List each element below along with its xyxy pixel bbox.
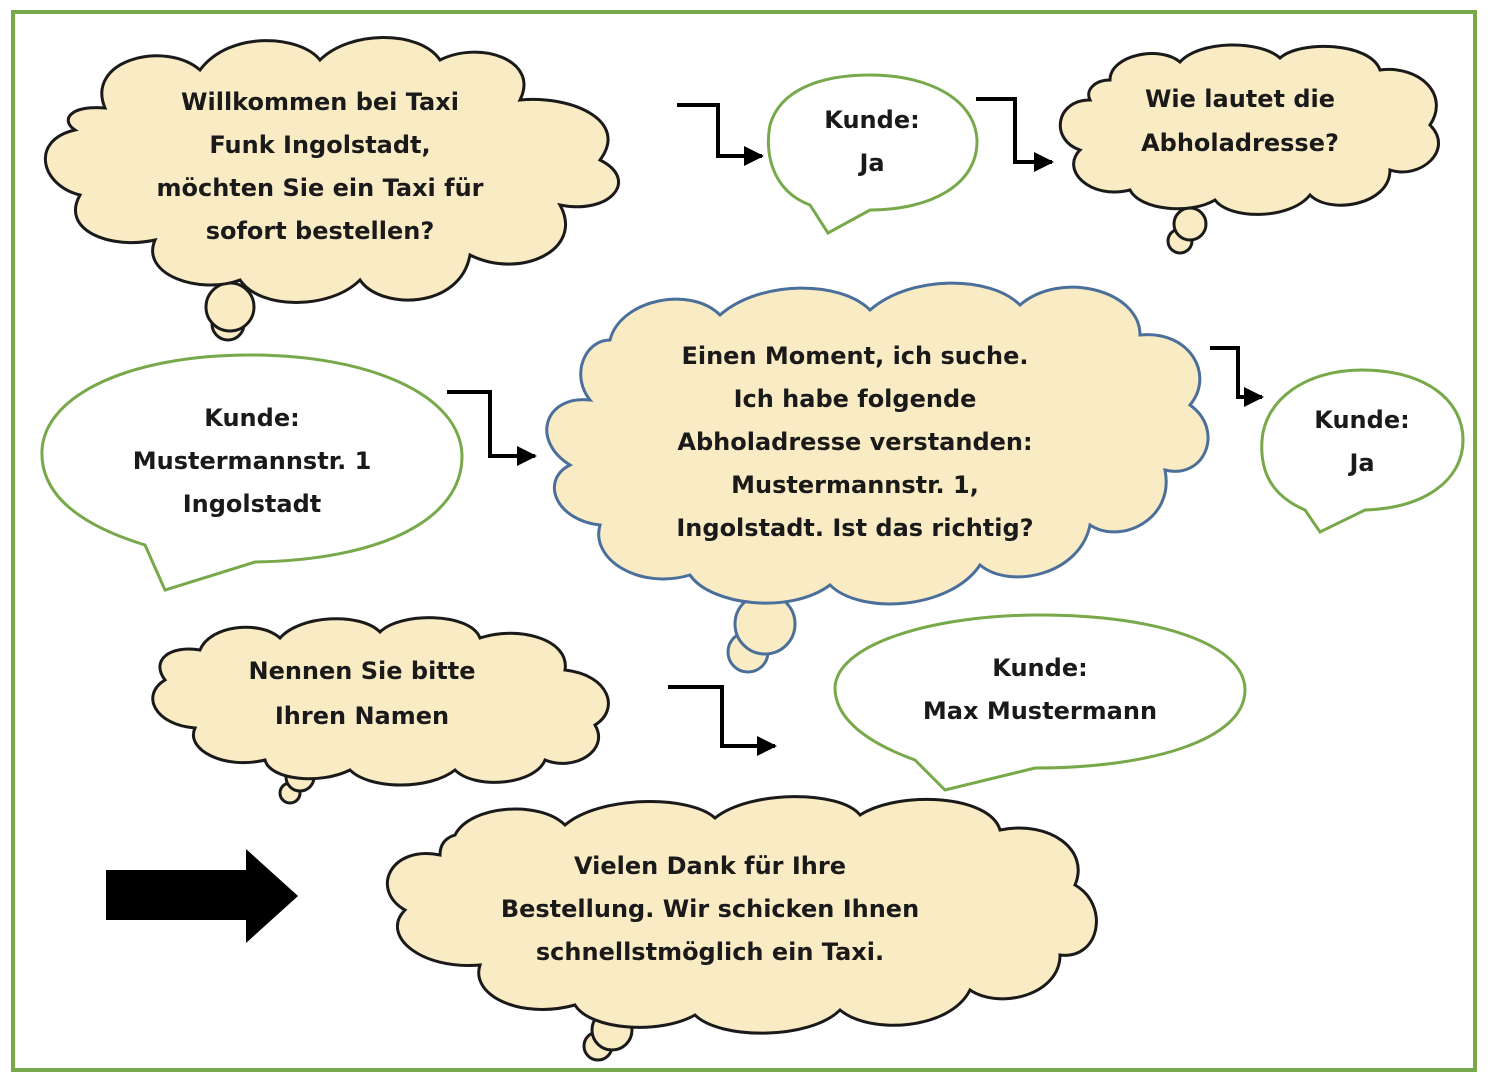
arrow-yes-to-pickup <box>976 97 1054 172</box>
customer-name-line-2: Max Mustermann <box>923 697 1157 725</box>
arrow-confirm-to-yes <box>1210 346 1264 407</box>
name-question-line-2: Ihren Namen <box>275 702 449 730</box>
confirm-address-line-2: Ich habe folgende <box>734 385 977 413</box>
customer-address-line-3: Ingolstadt <box>183 490 322 518</box>
customer-address-line-2: Mustermannstr. 1 <box>133 447 372 475</box>
confirm-address-line-5: Ingolstadt. Ist das richtig? <box>676 514 1033 542</box>
thanks-line-1: Vielen Dank für Ihre <box>574 852 846 880</box>
name-question-line-1: Nennen Sie bitte <box>248 657 475 685</box>
diagram-frame <box>11 10 1477 1072</box>
customer-address-line-1: Kunde: <box>204 404 299 432</box>
customer-yes-line-1: Kunde: <box>1314 406 1409 434</box>
customer-yes-line-2: Ja <box>1347 449 1374 477</box>
customer-yes-text-1: Kunde: Ja <box>824 106 919 177</box>
customer-yes-bubble-2: Kunde: Ja <box>1260 368 1465 534</box>
customer-yes-text-2: Kunde: Ja <box>1314 406 1409 477</box>
arrow-welcome-to-yes <box>677 103 764 166</box>
customer-address-bubble: Kunde: Mustermannstr. 1 Ingolstadt <box>40 353 464 592</box>
customer-yes-bubble-1: Kunde: Ja <box>766 73 979 235</box>
customer-name-line-1: Kunde: <box>992 654 1087 682</box>
connector-arrows <box>447 97 1264 756</box>
confirm-address-cloud: Einen Moment, ich suche. Ich habe folgend… <box>545 281 1210 674</box>
welcome-line-4: sofort bestellen? <box>206 217 435 245</box>
customer-name-bubble: Kunde: Max Mustermann <box>833 613 1247 792</box>
confirm-address-line-1: Einen Moment, ich suche. <box>681 342 1028 370</box>
welcome-line-2: Funk Ingolstadt, <box>209 131 430 159</box>
welcome-line-3: möchten Sie ein Taxi für <box>157 174 484 202</box>
customer-name-text: Kunde: Max Mustermann <box>923 654 1157 725</box>
thanks-line-3: schnellstmöglich ein Taxi. <box>536 938 884 966</box>
confirm-address-line-4: Mustermannstr. 1, <box>731 471 979 499</box>
thanks-line-2: Bestellung. Wir schicken Ihnen <box>501 895 919 923</box>
welcome-line-1: Willkommen bei Taxi <box>181 88 459 116</box>
arrow-address-to-confirm <box>447 390 537 466</box>
arrow-name-to-customer <box>668 685 777 756</box>
confirm-address-line-3: Abholadresse verstanden: <box>677 428 1032 456</box>
block-arrow-icon <box>106 849 298 943</box>
customer-yes-line-2: Ja <box>857 149 884 177</box>
pickup-question-line-2: Abholadresse? <box>1141 129 1339 157</box>
customer-address-text: Kunde: Mustermannstr. 1 Ingolstadt <box>133 404 372 518</box>
confirm-address-text: Einen Moment, ich suche. Ich habe folgend… <box>676 342 1033 542</box>
pickup-question-line-1: Wie lautet die <box>1145 85 1335 113</box>
customer-yes-line-1: Kunde: <box>824 106 919 134</box>
